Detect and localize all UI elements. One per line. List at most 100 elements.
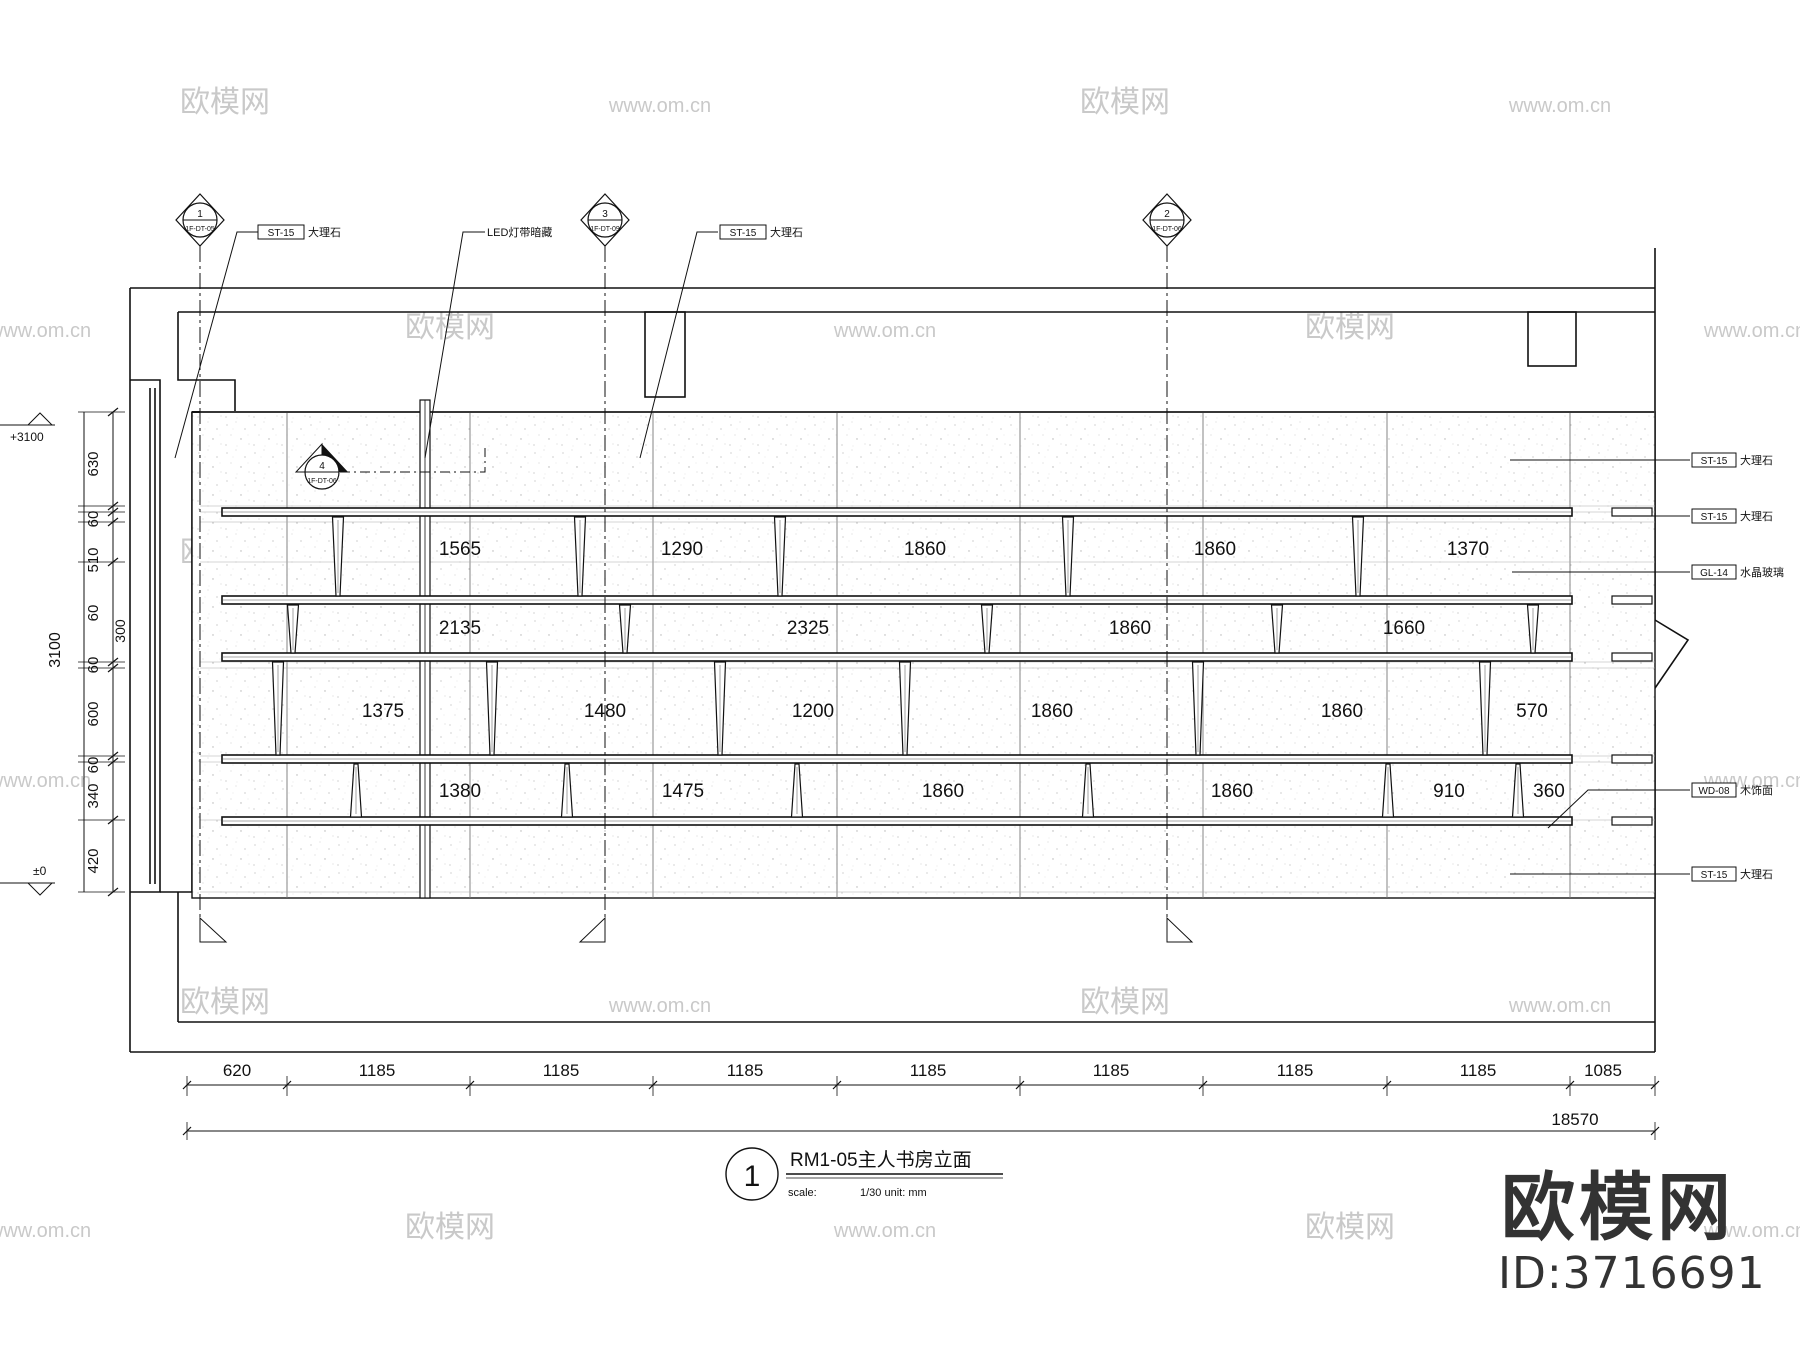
callout-top-marble-center: ST-15 大理石 — [639, 224, 803, 459]
shelf-board-end — [1611, 507, 1653, 517]
dimension-text: 1185 — [1277, 1061, 1314, 1080]
callout-code: ST-15 — [730, 228, 757, 239]
callout-text: 水晶玻璃 — [1740, 565, 1784, 579]
section-lines — [199, 246, 1194, 943]
callout-top-led: LED灯带暗藏 — [424, 225, 552, 459]
dimension-text: 1185 — [543, 1061, 580, 1080]
shelf-dimension-text: 1475 — [662, 781, 704, 802]
shelf-dimension-text: 1860 — [1211, 781, 1253, 802]
shelf-board-end — [1611, 595, 1653, 605]
callout-code: ST-15 — [1701, 870, 1728, 881]
dimension-text: 1185 — [727, 1061, 764, 1080]
detail-marker-4: 4 1F-DT-06 — [294, 442, 486, 490]
shelf-dimension-text: 1860 — [1321, 701, 1363, 722]
dimension-tick — [107, 517, 119, 527]
shelf-board-end — [1611, 754, 1653, 764]
callout-code: ST-15 — [1701, 456, 1728, 467]
dimension-text: 620 — [223, 1061, 251, 1080]
dimension-total-text: 3100 — [47, 632, 64, 668]
watermark-site: www.om.cn — [1703, 1220, 1800, 1242]
dimension-tick — [182, 1080, 192, 1090]
shelf-dimension-text: 1860 — [1109, 618, 1151, 639]
dimension-text: 1085 — [1584, 1061, 1622, 1080]
callout-text: LED灯带暗藏 — [487, 225, 552, 239]
dimension-text: 1185 — [359, 1061, 396, 1080]
shelf-dimension-text: 1860 — [1194, 539, 1236, 560]
watermark-site: www.om.cn — [1703, 320, 1800, 342]
shelf-dimension-text: 570 — [1516, 701, 1548, 722]
dimension-tick — [832, 1080, 842, 1090]
watermark-site: www.om.cn — [0, 770, 91, 792]
dimension-tick — [1650, 1126, 1660, 1136]
shelf-board-end — [1611, 816, 1653, 826]
section-marker-ref: 1F-DT-06 — [1152, 226, 1182, 233]
shelf-group — [221, 507, 1653, 826]
section-arrow — [199, 916, 228, 943]
watermark-logo: 欧模网 — [1305, 311, 1395, 344]
dimension-text: 1185 — [1460, 1061, 1497, 1080]
shelf-dimension-text: 1200 — [792, 701, 834, 722]
dimension-tick — [107, 501, 119, 511]
callout-tag — [1691, 452, 1737, 468]
watermark-logo: 欧模网 — [180, 86, 270, 119]
callout-text: 大理石 — [770, 225, 803, 239]
dimension-tick — [107, 657, 119, 667]
dimension-tick — [107, 751, 119, 761]
dimension-tick — [648, 1080, 658, 1090]
scale-value: 1/30 unit: mm — [860, 1187, 927, 1199]
callout-text: 大理石 — [1740, 867, 1773, 881]
callout-text: 大理石 — [1740, 509, 1773, 523]
level-mark-bottom: ±0 — [0, 864, 55, 896]
title-block: 1 RM1-05主人书房立面 scale: 1/30 unit: mm — [725, 1147, 1003, 1201]
callout-text: 大理石 — [308, 225, 341, 239]
detail-marker-number: 4 — [319, 461, 325, 472]
watermark-logo: 欧模网 — [1080, 86, 1170, 119]
callout-top-marble-left: ST-15 大理石 — [174, 224, 341, 459]
brand-logo: 欧模网 — [1501, 1165, 1735, 1251]
shelf-dimension-text: 1370 — [1447, 539, 1489, 560]
scale-label: scale: — [788, 1187, 817, 1199]
section-marker-number: 3 — [602, 209, 608, 220]
section-marker-number: 2 — [1164, 209, 1170, 220]
dimension-tick — [107, 663, 119, 673]
watermark-site: www.om.cn — [608, 995, 711, 1017]
watermark-site: www.om.cn — [1508, 995, 1611, 1017]
dimension-text: 60 — [85, 657, 102, 674]
dimension-tick — [1382, 1080, 1392, 1090]
watermark-logo: 欧模网 — [1305, 1211, 1395, 1244]
watermark-logo: 欧模网 — [405, 1211, 495, 1244]
callout-code: GL-14 — [1700, 568, 1728, 579]
watermark-site: www.om.cn — [608, 95, 711, 117]
shelf-dimension-text: 1860 — [1031, 701, 1073, 722]
section-arrow — [1166, 916, 1194, 943]
callout-leader — [1547, 789, 1690, 829]
shelf-dimension-text: 1375 — [362, 701, 404, 722]
shelf-dimension-text: 2325 — [787, 618, 829, 639]
brand-watermark: 欧模网 ID:3716691 — [1498, 1165, 1766, 1300]
shelf-dimension-text: 360 — [1533, 781, 1565, 802]
dimension-text: 510 — [85, 547, 102, 572]
shelf-dimension-text: 1860 — [904, 539, 946, 560]
level-top-label: +3100 — [10, 430, 44, 444]
level-bottom-label: ±0 — [33, 864, 47, 878]
shelf-dimension-text: 1565 — [439, 539, 481, 560]
bracket-group — [271, 516, 1540, 818]
section-marker-ref: 1F-DT-05 — [185, 226, 215, 233]
watermark-logo: 欧模网 — [1080, 986, 1170, 1019]
detail-marker-ref: 1F-DT-06 — [307, 478, 337, 485]
shelf-dimension-text: 2135 — [439, 618, 481, 639]
section-arrow — [578, 916, 606, 943]
section-marker-2: 2 1F-DT-06 — [1142, 193, 1192, 247]
shelf-dimension-text: 1660 — [1383, 618, 1425, 639]
brand-id: ID:3716691 — [1498, 1248, 1766, 1299]
shelf-dimension-text: 1860 — [922, 781, 964, 802]
shelf-dimension-text: 1380 — [439, 781, 481, 802]
dimension-text: 600 — [85, 701, 102, 726]
dimension-tick — [1198, 1080, 1208, 1090]
callout-code: ST-15 — [268, 228, 295, 239]
shelf-board-end — [1611, 652, 1653, 662]
callout-code: WD-08 — [1698, 786, 1730, 797]
